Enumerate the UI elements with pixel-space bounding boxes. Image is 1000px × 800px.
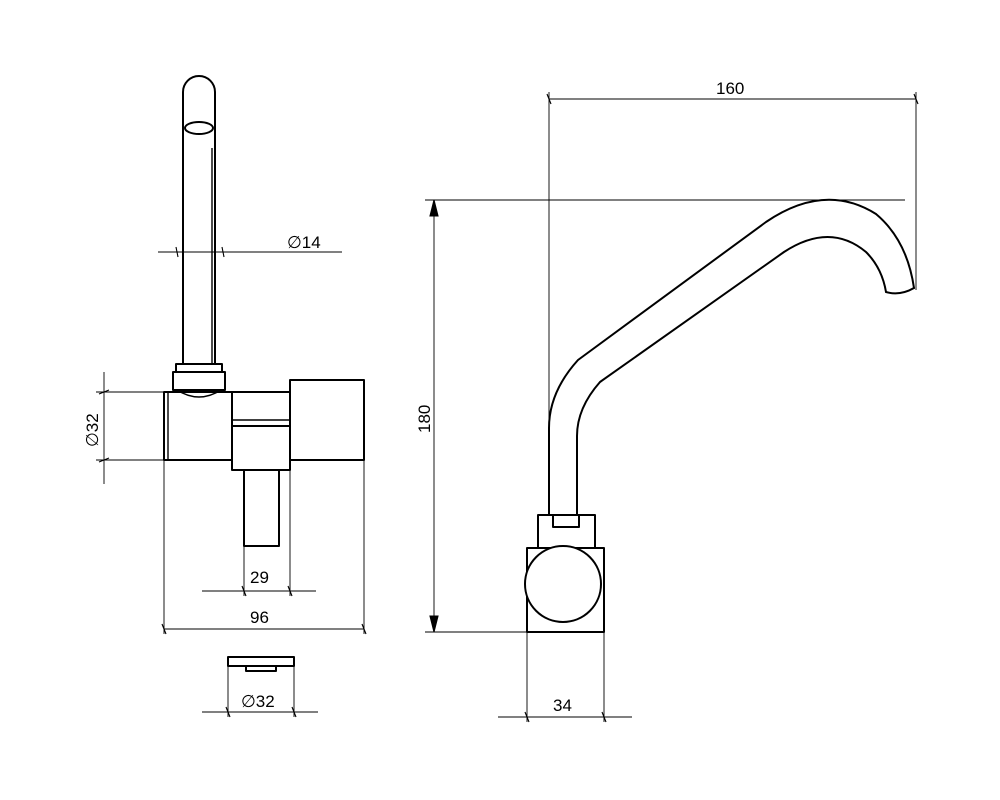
dim-overall-width-label: 96 <box>250 608 269 627</box>
dim-height: 180 <box>415 199 905 633</box>
dim-handle-width: 29 <box>202 470 316 597</box>
side-collar <box>537 514 596 549</box>
front-valve-housing <box>231 391 291 471</box>
dim-height-label: 180 <box>415 405 434 433</box>
dim-flange-diameter: ∅32 <box>202 666 318 718</box>
bottom-flange <box>227 656 295 667</box>
front-handle-block <box>289 379 365 461</box>
dim-flange-diameter-label: ∅32 <box>241 692 275 711</box>
dim-spout-diameter-label: ∅14 <box>287 233 321 252</box>
dim-spout-diameter: ∅14 <box>158 233 342 258</box>
dim-body-diameter-label: ∅32 <box>83 413 102 447</box>
dim-reach: 160 <box>546 79 919 428</box>
front-view: ∅14 ∅32 29 96 <box>83 75 367 635</box>
front-body <box>163 391 233 461</box>
front-spout <box>182 75 216 365</box>
dim-overall-width: 96 <box>161 460 367 635</box>
dim-body-diameter: ∅32 <box>83 372 164 484</box>
bottom-view: ∅32 <box>202 656 318 718</box>
bottom-flange-boss <box>245 665 277 672</box>
dim-base-width-label: 34 <box>553 696 572 715</box>
dim-reach-label: 160 <box>716 79 744 98</box>
dim-base-width: 34 <box>498 632 632 723</box>
side-base <box>524 545 605 633</box>
front-lever-stem <box>243 469 280 547</box>
side-spout <box>548 198 915 516</box>
side-view: 160 180 34 <box>415 79 919 723</box>
dim-handle-width-label: 29 <box>250 568 269 587</box>
